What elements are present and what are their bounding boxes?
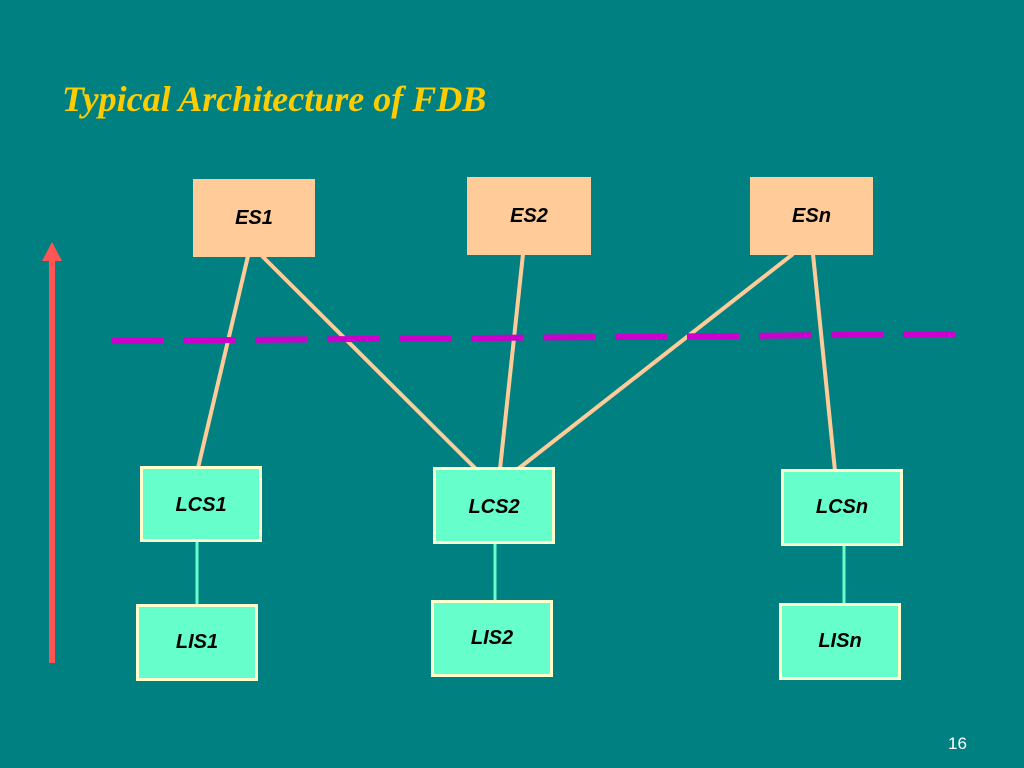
lis2-label: LIS2 — [470, 627, 514, 649]
slide-title: Typical Architecture of FDB — [62, 79, 487, 119]
esn-box: ESn — [750, 177, 873, 255]
lis2-box: LIS2 — [431, 600, 553, 677]
lcs2-box: LCS2 — [433, 467, 555, 544]
edge-esn-lcsn — [811, 253, 837, 472]
page-number: 16 — [948, 734, 967, 753]
lisn-box: LISn — [779, 603, 901, 680]
edge-es2-lcs2 — [498, 253, 525, 470]
lisn-label: LISn — [818, 630, 862, 652]
lis1-label: LIS1 — [175, 631, 219, 653]
esn-label: ESn — [792, 205, 831, 227]
lcs2-label: LCS2 — [468, 496, 520, 518]
dashed-divider — [110, 331, 973, 344]
es2-box: ES2 — [467, 177, 591, 255]
up-arrow-icon — [42, 242, 62, 663]
edge-es1-lcs1 — [196, 255, 250, 469]
es1-box: ES1 — [193, 179, 315, 257]
edge-esn-lcs2 — [516, 252, 795, 471]
edge-es1-lcs2 — [260, 254, 478, 471]
lcs1-box: LCS1 — [140, 466, 262, 542]
lcsn-box: LCSn — [781, 469, 903, 546]
es2-label: ES2 — [510, 205, 548, 227]
es1-label: ES1 — [235, 206, 273, 229]
lis1-box: LIS1 — [136, 604, 258, 681]
lcs1-label: LCS1 — [175, 494, 227, 516]
lcsn-label: LCSn — [815, 496, 869, 518]
